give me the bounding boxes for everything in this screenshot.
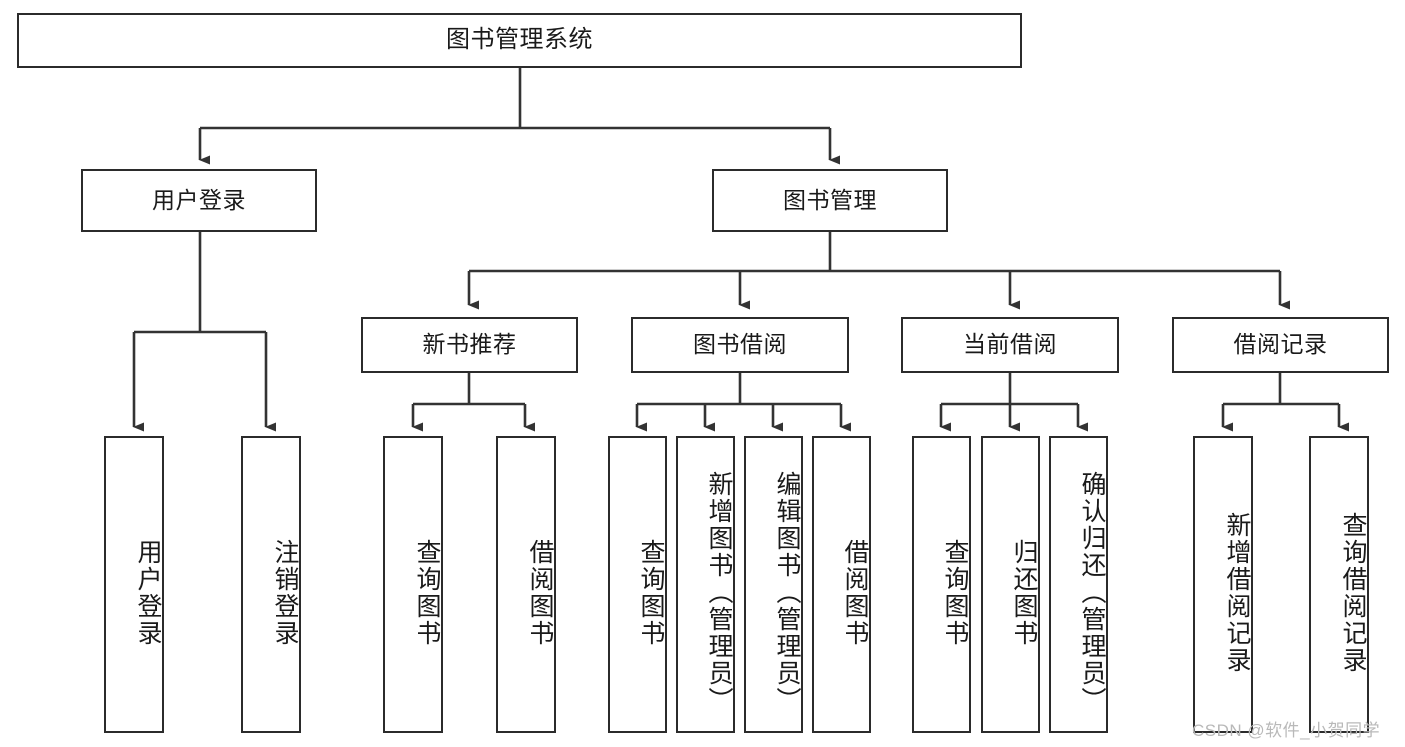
node-label: 新增图书（管理员） bbox=[705, 471, 733, 714]
watermark-text: CSDN @软件_小贺同学 bbox=[1192, 721, 1381, 740]
leaf-recommend-borrow-book[interactable]: 借阅图书 bbox=[496, 436, 556, 733]
node-root-system[interactable]: 图书管理系统 bbox=[17, 13, 1022, 68]
watermark: CSDN @软件_小贺同学 bbox=[1192, 716, 1380, 741]
node-label: 归还图书 bbox=[1010, 538, 1038, 647]
leaf-current-query-book[interactable]: 查询图书 bbox=[912, 436, 971, 733]
node-label: 编辑图书（管理员） bbox=[773, 471, 801, 714]
node-label: 查询图书 bbox=[637, 538, 665, 647]
node-label: 借阅记录 bbox=[1233, 331, 1328, 358]
node-label: 图书管理系统 bbox=[446, 26, 593, 54]
leaf-borrow-borrow-book[interactable]: 借阅图书 bbox=[812, 436, 871, 733]
node-label: 图书管理 bbox=[783, 186, 877, 213]
node-label: 新书推荐 bbox=[422, 331, 517, 358]
leaf-record-query-record[interactable]: 查询借阅记录 bbox=[1309, 436, 1369, 733]
leaf-borrow-query-book[interactable]: 查询图书 bbox=[608, 436, 667, 733]
leaf-current-return-book[interactable]: 归还图书 bbox=[981, 436, 1040, 733]
leaf-borrow-edit-book-admin[interactable]: 编辑图书（管理员） bbox=[744, 436, 803, 733]
node-label: 借阅图书 bbox=[526, 538, 554, 647]
leaf-recommend-query-book[interactable]: 查询图书 bbox=[383, 436, 443, 733]
leaf-user-login-signout[interactable]: 注销登录 bbox=[241, 436, 301, 733]
node-label: 用户登录 bbox=[152, 186, 246, 213]
node-new-book-recommend[interactable]: 新书推荐 bbox=[361, 317, 578, 373]
node-book-borrow[interactable]: 图书借阅 bbox=[631, 317, 849, 373]
leaf-current-confirm-return-admin[interactable]: 确认归还（管理员） bbox=[1049, 436, 1108, 733]
node-label: 用户登录 bbox=[134, 538, 162, 647]
node-label: 查询图书 bbox=[941, 538, 969, 647]
node-user-login[interactable]: 用户登录 bbox=[81, 169, 317, 232]
node-borrow-record[interactable]: 借阅记录 bbox=[1172, 317, 1389, 373]
node-label: 确认归还（管理员） bbox=[1078, 471, 1106, 714]
node-label: 查询借阅记录 bbox=[1339, 511, 1367, 674]
node-label: 借阅图书 bbox=[841, 538, 869, 647]
node-label: 注销登录 bbox=[271, 538, 299, 647]
node-current-borrow[interactable]: 当前借阅 bbox=[901, 317, 1119, 373]
leaf-record-add-record[interactable]: 新增借阅记录 bbox=[1193, 436, 1253, 733]
node-label: 图书借阅 bbox=[693, 331, 787, 358]
node-label: 当前借阅 bbox=[963, 331, 1057, 358]
leaf-user-login-signin[interactable]: 用户登录 bbox=[104, 436, 164, 733]
node-label: 查询图书 bbox=[413, 538, 441, 647]
node-book-management[interactable]: 图书管理 bbox=[712, 169, 948, 232]
leaf-borrow-add-book-admin[interactable]: 新增图书（管理员） bbox=[676, 436, 735, 733]
node-label: 新增借阅记录 bbox=[1223, 511, 1251, 674]
